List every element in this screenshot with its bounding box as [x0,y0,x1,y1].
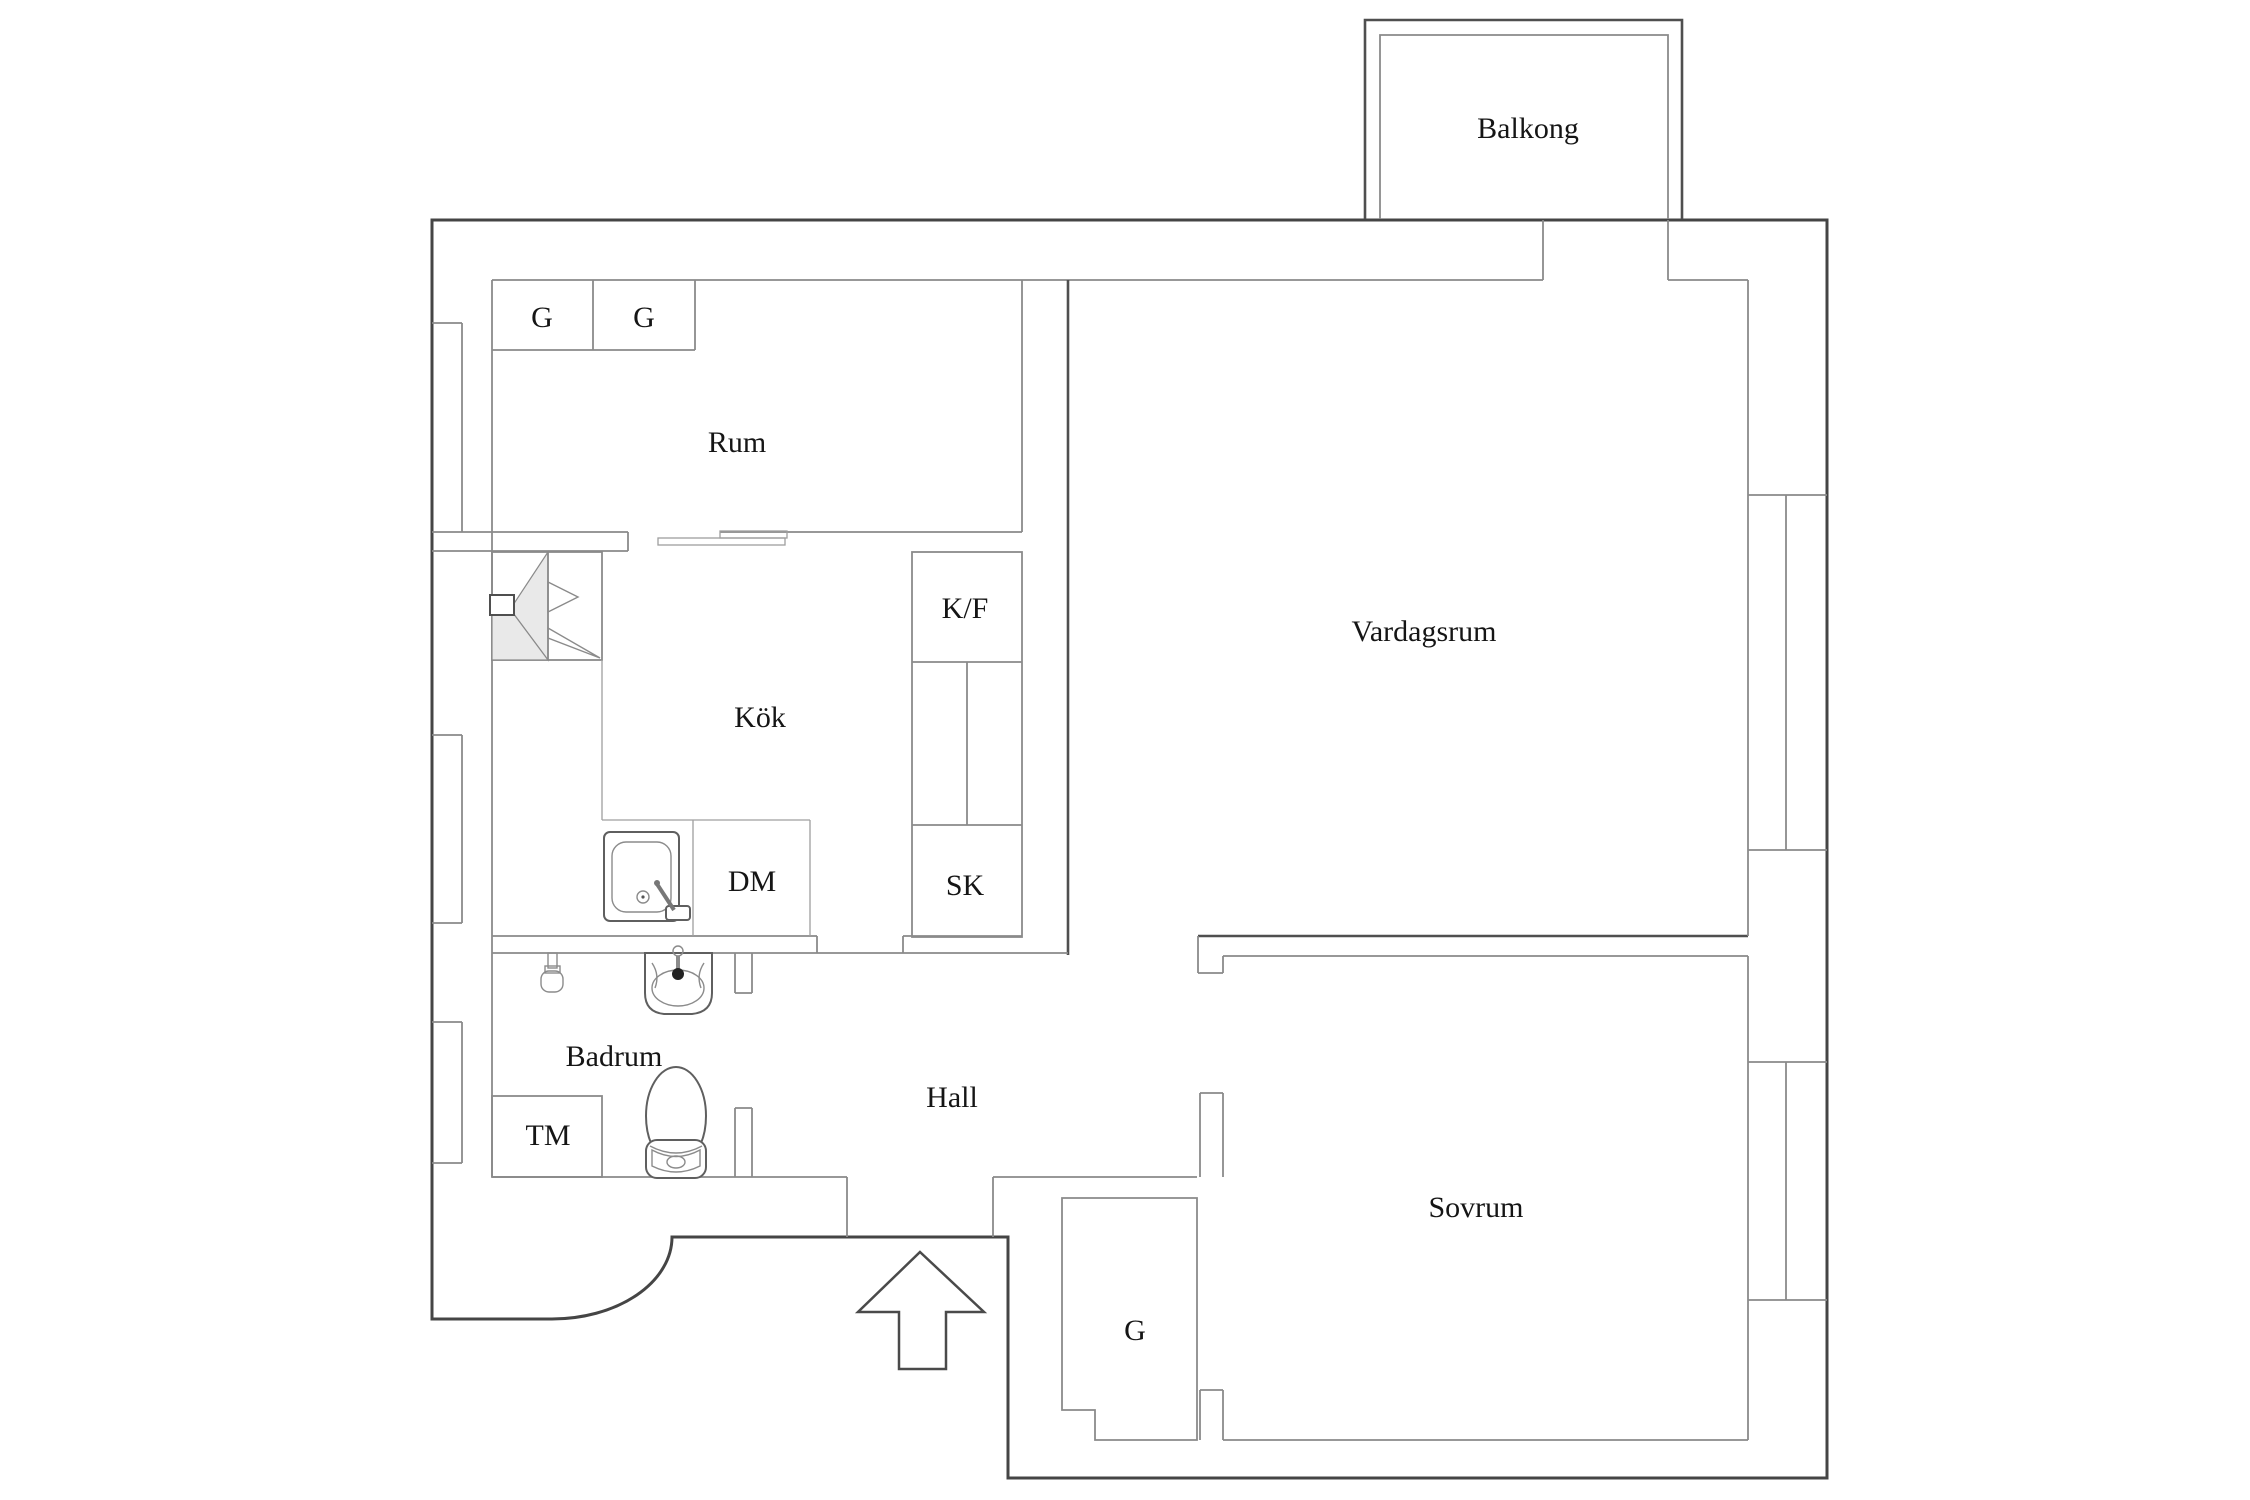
bathroom-tap-icon [540,952,564,993]
window-left-kitchen-icon [432,734,463,924]
room-label-room: Rum [708,426,766,459]
room-label-closet-g-bedroom: G [1124,1314,1146,1347]
room-label-tall-cabinet: SK [946,869,985,902]
interior-walls [432,279,1749,1441]
room-label-kitchen: Kök [734,701,786,734]
entrance-arrow-icon [854,1250,988,1371]
window-right-livingroom-icon [1748,494,1827,851]
closet-g-bedroom-box [1061,1197,1198,1441]
fridge-freezer-cabinet [911,551,1023,938]
room-label-dishwasher: DM [728,865,776,898]
kitchen-sink-icon [603,831,691,922]
room-label-bedroom: Sovrum [1428,1191,1523,1224]
room-label-closet-g-2: G [633,301,655,334]
sliding-door-icon [657,530,788,546]
toilet-icon [645,1066,707,1179]
room-label-balcony: Balkong [1477,112,1579,145]
room-label-fridge-freezer: K/F [942,592,989,625]
window-left-bathroom-icon [432,1021,463,1164]
room-label-washing-machine: TM [526,1119,571,1152]
room-label-bathroom: Badrum [566,1040,663,1073]
room-label-hall: Hall [926,1081,978,1114]
window-left-room-icon [432,322,463,532]
apartment-outline [430,218,1829,1480]
balcony-outline [1363,18,1684,280]
closet-g-row [492,280,696,351]
room-labels: Balkong G G Rum K/F Vardagsrum Kök DM SK… [526,112,1579,1347]
bathroom-sink-icon [644,945,713,1015]
room-label-living-room: Vardagsrum [1352,615,1497,648]
ventilation-unit-icon [489,550,603,662]
washing-machine-box [491,1095,603,1178]
room-label-closet-g-1: G [531,301,553,334]
window-right-bedroom-icon [1748,1061,1827,1301]
kitchen-counter [601,660,811,936]
